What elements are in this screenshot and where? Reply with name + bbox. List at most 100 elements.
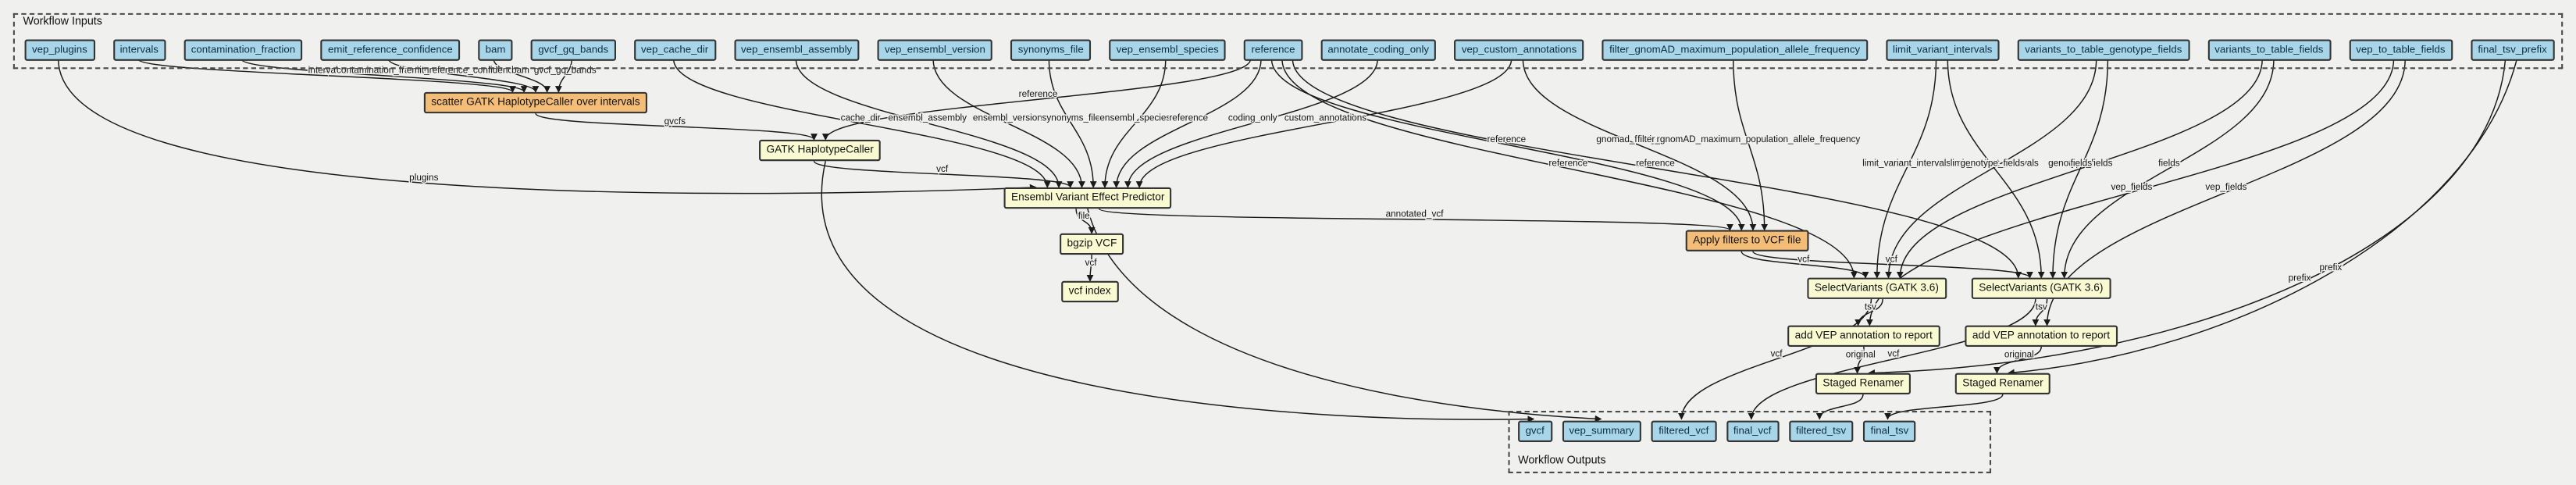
edge-limit_variant_intervals-to-select_1: [1873, 59, 1937, 279]
edge-label: reference: [1488, 134, 1527, 144]
edge-synonyms_file-to-vep: [1048, 59, 1097, 188]
edge-vep-to-bgzip: [1075, 209, 1096, 234]
input-node-vep_custom_annotations[interactable]: vep_custom_annotations: [1454, 39, 1584, 62]
task-node-vcf_index[interactable]: vcf index: [1061, 280, 1119, 304]
output-node-final_tsv[interactable]: final_tsv: [1863, 420, 1916, 443]
edge-label: limit_variant_intervals: [1862, 159, 1951, 169]
input-node-intervals[interactable]: intervals: [112, 39, 166, 62]
input-node-vep_cache_dir[interactable]: vep_cache_dir: [633, 39, 716, 62]
output-node-gvcf[interactable]: gvcf: [1518, 420, 1552, 443]
edge-label: original: [1846, 350, 1876, 360]
input-node-variants_to_table_fields[interactable]: variants_to_table_fields: [2207, 39, 2331, 62]
task-node-select_1[interactable]: SelectVariants (GATK 3.6): [1807, 277, 1947, 300]
edge-renamer_2-to-final_tsv: [1884, 394, 2004, 420]
input-node-filter_gnomAD_maximum_population_allele_frequency[interactable]: filter_gnomAD_maximum_population_allele_…: [1602, 39, 1868, 62]
edge-renamer_1-to-filtered_tsv: [1815, 394, 1864, 420]
edge-scatter_hc-to-gatk_hc: [535, 112, 818, 141]
input-node-vep_ensembl_version[interactable]: vep_ensembl_version: [877, 39, 993, 62]
edge-variants_to_table_fields-to-select_2: [2061, 59, 2275, 279]
task-node-addvep_1[interactable]: add VEP annotation to report: [1787, 325, 1940, 348]
edge-vep_custom_annotations-to-apply_filters: [1522, 59, 1757, 231]
edge-label: prefix: [2320, 262, 2343, 273]
input-node-bam[interactable]: bam: [478, 39, 513, 62]
input-node-vep_to_table_fields[interactable]: vep_to_table_fields: [2348, 39, 2453, 62]
edge-filter_gnomAD_maximum_population_allele_frequency-to-apply_filters: [1732, 59, 1769, 231]
edge-vep-to-vep_summary: [1087, 209, 1602, 423]
edge-gatk_hc-to-gvcf: [821, 161, 1535, 423]
workflow-outputs-group: gvcf vep_summary filtered_vcf final_vcf filt…: [1508, 411, 1992, 473]
edge-variants_to_table_genotype_fields-to-select_1: [1885, 59, 2097, 279]
edge-label: reference: [1169, 113, 1208, 123]
edge-reference-to-select_1: [1281, 59, 1858, 279]
task-node-addvep_2[interactable]: add VEP annotation to report: [1965, 325, 2118, 348]
input-node-vep_ensembl_species[interactable]: vep_ensembl_species: [1109, 39, 1227, 62]
edge-vep_ensembl_assembly-to-vep: [795, 59, 1063, 188]
edge-label: tsv: [2036, 302, 2047, 312]
edge-label: plugins: [409, 173, 438, 183]
input-node-contamination_fraction[interactable]: contamination_fraction: [183, 39, 303, 62]
edge-vep_custom_annotations-to-vep: [1135, 59, 1512, 188]
edge-label: custom_annotations: [1284, 113, 1366, 123]
edge-label: vep_fields: [2111, 182, 2152, 192]
edge-label: cache_dir: [841, 113, 881, 123]
input-node-emit_reference_confidence[interactable]: emit_reference_confidence: [320, 39, 461, 62]
edge-label: vcf: [1887, 349, 1900, 359]
input-node-gvcf_gq_bands[interactable]: gvcf_gq_bands: [530, 39, 616, 62]
edge-vep_cache_dir-to-vep: [672, 59, 1051, 188]
task-node-vep[interactable]: Ensembl Variant Effect Predictor: [1003, 187, 1172, 210]
edge-label: vcf: [1797, 255, 1810, 265]
edge-label: gnomad_field_name: [1596, 134, 1680, 144]
edge-select_2-to-final_vcf: [1748, 298, 2036, 420]
edge-label: limit_variant_intervals: [1951, 159, 2039, 169]
output-node-filtered_tsv[interactable]: filtered_tsv: [1788, 420, 1854, 443]
task-node-gatk_hc[interactable]: GATK HaplotypeCaller: [759, 139, 882, 162]
task-node-apply_filters[interactable]: Apply filters to VCF file: [1685, 230, 1808, 252]
workflow-inputs-row: vep_plugins intervals contamination_fracti…: [24, 39, 2555, 62]
edge-label: genotype_fields: [1961, 159, 2026, 169]
edge-addvep_1-to-renamer_1: [1854, 346, 1865, 374]
input-node-reference[interactable]: reference: [1244, 39, 1303, 62]
edge-label: genotype_fields: [2048, 159, 2113, 169]
edge-label: reference: [1548, 159, 1587, 169]
task-node-scatter_hc[interactable]: scatter GATK HaplotypeCaller over interv…: [423, 91, 648, 115]
edge-label: ensembl_assembly: [888, 113, 967, 123]
output-node-final_vcf[interactable]: final_vcf: [1726, 420, 1779, 443]
edge-label: vcf: [1771, 349, 1783, 359]
workflow-inputs-group: Workflow Inputs vep_plugins intervals cont…: [12, 12, 2564, 70]
edge-label: prefix: [2289, 273, 2311, 284]
edge-vep_ensembl_version-to-vep: [932, 59, 1085, 188]
edge-label: synonyms_file: [1042, 113, 1101, 123]
task-node-select_2[interactable]: SelectVariants (GATK 3.6): [1971, 277, 2111, 300]
edge-reference-to-gatk_hc: [821, 59, 1252, 141]
edge-annotate_coding_only-to-vep: [1124, 59, 1378, 188]
edge-limit_variant_intervals-to-select_2: [1947, 59, 2045, 279]
input-node-variants_to_table_genotype_fields[interactable]: variants_to_table_genotype_fields: [2017, 39, 2189, 62]
output-node-filtered_vcf[interactable]: filtered_vcf: [1651, 420, 1716, 443]
edge-label: ensembl_version: [973, 113, 1042, 123]
edge-vep_plugins-to-vep: [57, 59, 1037, 194]
edge-emit_reference_confidence-to-scatter_hc: [387, 59, 540, 93]
input-node-synonyms_file[interactable]: synonyms_file: [1010, 39, 1092, 62]
edge-label: reference: [1636, 159, 1675, 169]
task-node-bgzip[interactable]: bgzip VCF: [1060, 233, 1124, 256]
input-node-vep_plugins[interactable]: vep_plugins: [24, 39, 95, 62]
task-node-renamer_1[interactable]: Staged Renamer: [1815, 373, 1912, 395]
task-node-renamer_2[interactable]: Staged Renamer: [1954, 373, 2051, 395]
workflow-inputs-label: Workflow Inputs: [23, 16, 102, 28]
edge-select_2-to-addvep_2: [2032, 298, 2048, 326]
edge-bam-to-scatter_hc: [493, 59, 551, 93]
edge-reference-to-apply_filters: [1270, 59, 1745, 231]
output-node-vep_summary[interactable]: vep_summary: [1561, 420, 1642, 443]
input-node-final_tsv_prefix[interactable]: final_tsv_prefix: [2470, 39, 2555, 62]
edge-label: vcf: [936, 164, 949, 174]
edge-label: coding_only: [1228, 113, 1277, 123]
workflow-outputs-row: gvcf vep_summary filtered_vcf final_vcf filt…: [1518, 420, 1916, 443]
input-node-vep_ensembl_assembly[interactable]: vep_ensembl_assembly: [733, 39, 860, 62]
edge-vep-to-apply_filters: [1098, 208, 1733, 231]
input-node-annotate_coding_only[interactable]: annotate_coding_only: [1320, 39, 1437, 62]
edge-label: vcf: [1085, 258, 1098, 268]
input-node-limit_variant_intervals[interactable]: limit_variant_intervals: [1885, 39, 2000, 62]
